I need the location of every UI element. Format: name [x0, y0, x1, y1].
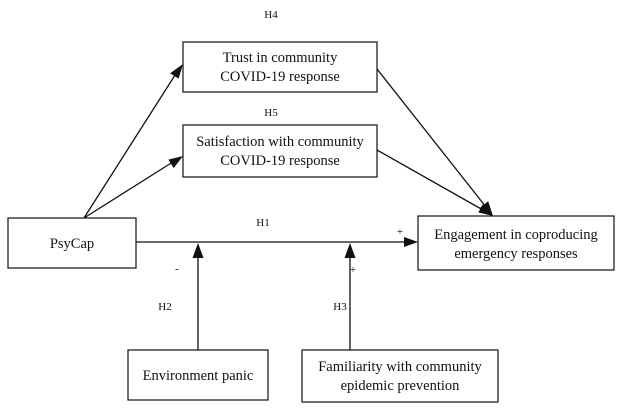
hypothesis-h3-label: H3	[333, 301, 347, 313]
arrowhead-h1	[404, 237, 418, 247]
hypothesis-h2-label: H2	[158, 301, 171, 313]
hypothesis-h5-label: H5	[264, 107, 278, 119]
sign-labels: + - +	[175, 226, 403, 276]
node-trust-line1: Trust in community	[223, 50, 338, 66]
edge-psycap-trust	[83, 71, 178, 219]
sign-h1-plus: +	[397, 226, 403, 238]
sign-h3-plus: +	[350, 264, 356, 276]
node-satisfaction-line1: Satisfaction with community	[196, 134, 364, 150]
node-familiarity-box	[301, 349, 499, 403]
node-psycap-label: PsyCap	[50, 236, 94, 252]
edge-satisfaction-engagement	[376, 149, 484, 211]
node-psycap-box	[7, 217, 137, 269]
node-panic-label: Environment panic	[143, 368, 254, 384]
arrowhead-satisfaction	[168, 156, 183, 169]
node-satisfaction-line2: COVID-19 response	[220, 153, 340, 169]
node-engagement-box	[417, 215, 615, 271]
arrowhead-trust	[170, 64, 183, 79]
node-engagement-line1: Engagement in coproducing	[434, 227, 597, 243]
node-psycap: PsyCap	[7, 217, 137, 269]
sign-h2-minus: -	[175, 263, 179, 275]
arrowhead-engagement-2	[478, 203, 493, 216]
node-familiarity-line2: epidemic prevention	[341, 378, 461, 394]
hypothesis-h4-label: H4	[264, 9, 278, 21]
node-trust: Trust in community COVID-19 response	[182, 41, 378, 93]
node-engagement-line2: emergency responses	[454, 246, 578, 262]
node-trust-box	[182, 41, 378, 93]
arrowhead-h2	[192, 243, 204, 258]
node-trust-line2: COVID-19 response	[220, 69, 340, 85]
node-familiarity: Familiarity with community epidemic prev…	[301, 349, 499, 403]
node-familiarity-line1: Familiarity with community	[318, 359, 482, 375]
node-satisfaction-box	[182, 124, 378, 178]
edge-trust-engagement	[376, 68, 487, 208]
edge-psycap-satisfaction	[83, 159, 177, 219]
node-satisfaction: Satisfaction with community COVID-19 res…	[182, 124, 378, 178]
node-panic-box	[127, 349, 269, 401]
hypothesis-labels: H4 H5 H1 H2 H3	[158, 9, 347, 313]
hypothesis-h1-label: H1	[256, 217, 269, 229]
node-panic: Environment panic	[127, 349, 269, 401]
node-engagement: Engagement in coproducing emergency resp…	[417, 215, 615, 271]
arrowhead-h3	[344, 243, 356, 258]
edges	[83, 64, 493, 350]
